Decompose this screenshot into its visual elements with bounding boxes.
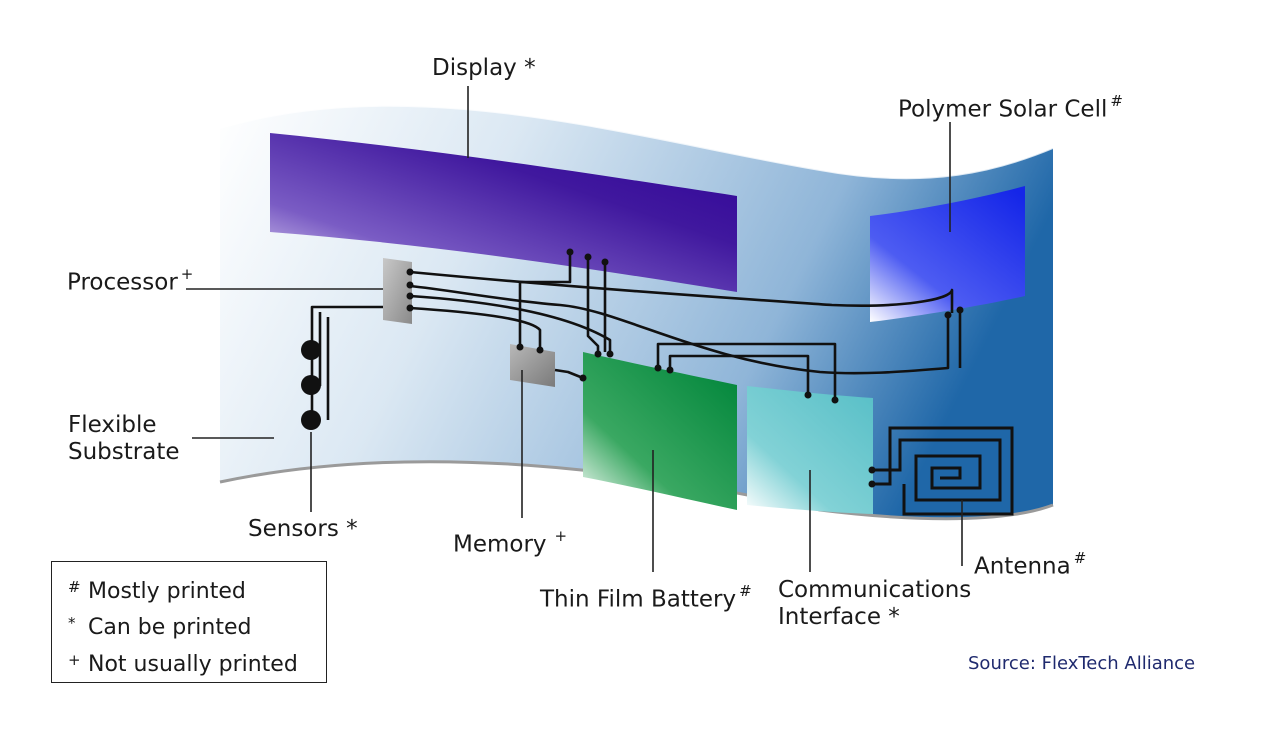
- antenna-spiral: [872, 426, 1014, 516]
- label-battery: Thin Film Battery#: [540, 582, 752, 613]
- legend-item-can-be-printed: *Can be printed: [68, 614, 252, 640]
- wire-display-2: [586, 257, 600, 354]
- junction-dots: [406, 248, 964, 488]
- leader-lines: [186, 86, 963, 572]
- label-display: Display *: [432, 55, 536, 81]
- label-antenna: Antenna#: [974, 549, 1087, 580]
- source-credit: Source: FlexTech Alliance: [968, 653, 1196, 674]
- solar-cell-panel: [870, 186, 1025, 322]
- wire-memory-battery: [554, 368, 584, 380]
- legend-item-mostly-printed: #Mostly printed: [68, 578, 246, 604]
- wire-battery-comms-2: [668, 354, 810, 395]
- label-processor: Processor+: [67, 265, 194, 296]
- sensor-dot-1: [301, 340, 321, 360]
- sensor-dot-3: [301, 410, 321, 430]
- processor-chip: [383, 258, 412, 324]
- legend-box: #Mostly printed *Can be printed +Not usu…: [51, 561, 327, 683]
- comms-panel: [747, 386, 873, 514]
- circuit-wires: [310, 252, 962, 420]
- label-comms: Communications Interface *: [778, 577, 972, 630]
- label-memory: Memory+: [453, 527, 568, 558]
- wire-proc-1b: [409, 284, 950, 375]
- sensors: [301, 340, 321, 430]
- legend-item-not-usually-printed: +Not usually printed: [68, 651, 298, 677]
- sensor-dot-2: [301, 375, 321, 395]
- wire-display-1: [518, 252, 572, 347]
- wire-proc-3: [409, 306, 542, 350]
- label-substrate: Flexible Substrate: [68, 412, 180, 465]
- battery-panel: [583, 352, 737, 510]
- wire-proc-1: [409, 270, 954, 313]
- substrate-top-edge: [219, 104, 1054, 180]
- display-panel: [270, 133, 737, 292]
- substrate-bottom-edge: [219, 460, 1054, 521]
- wire-battery-comms-1: [656, 342, 837, 400]
- label-solar-cell: Polymer Solar Cell#: [898, 92, 1123, 123]
- label-sensors: Sensors *: [248, 516, 358, 542]
